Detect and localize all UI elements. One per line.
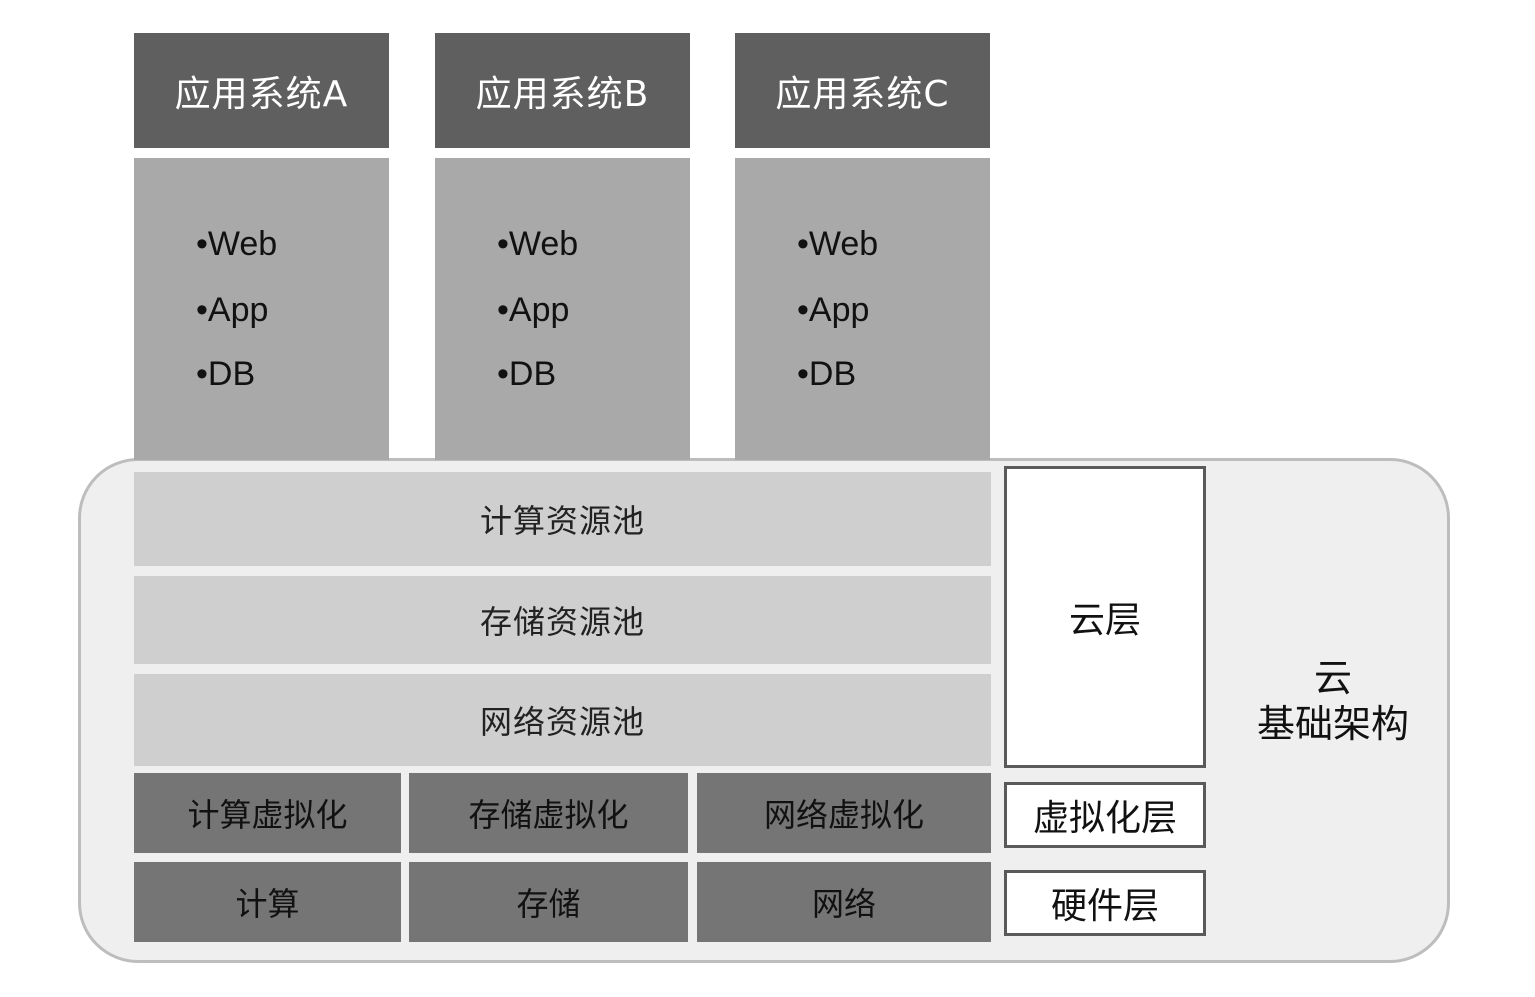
app-system-b-body: •Web •App •DB bbox=[435, 158, 690, 460]
app-b-item-web: •Web bbox=[497, 225, 579, 263]
infra-label-line2: 基础架构 bbox=[1256, 702, 1409, 746]
app-system-c-body: •Web •App •DB bbox=[735, 158, 990, 460]
infra-label-line1: 云 bbox=[1313, 656, 1352, 700]
app-a-item-web: •Web bbox=[196, 225, 278, 263]
compute-hardware: 计算 bbox=[134, 862, 401, 942]
storage-resource-pool: 存储资源池 bbox=[134, 576, 991, 664]
cloud-infrastructure-label: 云 基础架构 bbox=[1228, 655, 1438, 755]
hardware-layer-label: 硬件层 bbox=[1004, 870, 1206, 936]
storage-virtualization: 存储虚拟化 bbox=[409, 773, 688, 853]
app-system-c-header: 应用系统C bbox=[735, 33, 990, 148]
network-resource-pool: 网络资源池 bbox=[134, 674, 991, 766]
compute-resource-pool: 计算资源池 bbox=[134, 472, 991, 566]
app-system-a-body: •Web •App •DB bbox=[134, 158, 389, 460]
storage-hardware: 存储 bbox=[409, 862, 688, 942]
app-b-item-app: •App bbox=[497, 291, 570, 329]
app-system-b-header: 应用系统B bbox=[435, 33, 690, 148]
app-a-item-db: •DB bbox=[196, 355, 256, 393]
app-b-item-db: •DB bbox=[497, 355, 557, 393]
compute-virtualization: 计算虚拟化 bbox=[134, 773, 401, 853]
network-hardware: 网络 bbox=[697, 862, 991, 942]
app-c-item-app: •App bbox=[797, 291, 870, 329]
app-c-item-db: •DB bbox=[797, 355, 857, 393]
virtualization-layer-label: 虚拟化层 bbox=[1004, 782, 1206, 848]
app-a-item-app: •App bbox=[196, 291, 269, 329]
app-c-item-web: •Web bbox=[797, 225, 879, 263]
app-system-a-header: 应用系统A bbox=[134, 33, 389, 148]
cloud-layer-label: 云层 bbox=[1004, 466, 1206, 768]
network-virtualization: 网络虚拟化 bbox=[697, 773, 991, 853]
